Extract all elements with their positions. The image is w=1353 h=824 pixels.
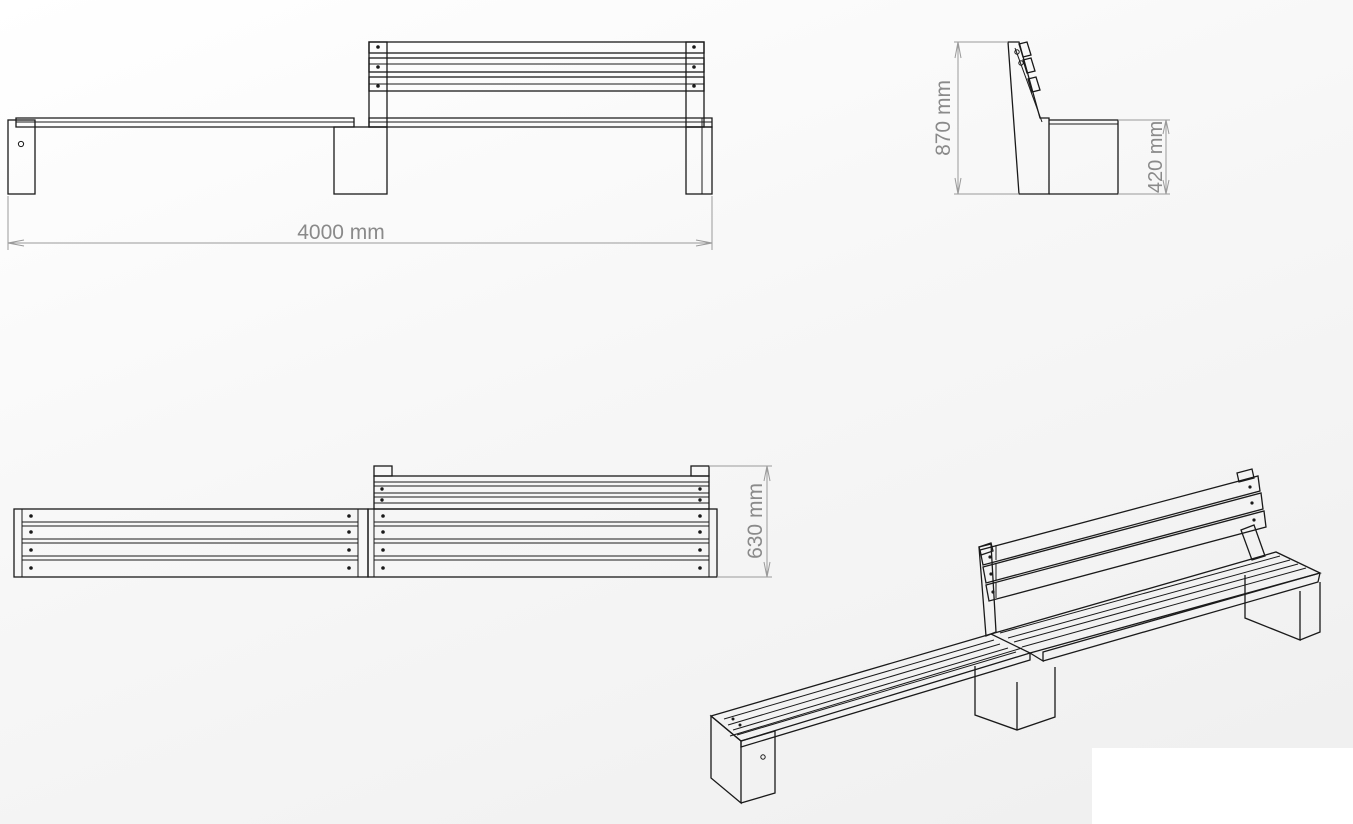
isometric-view [709, 468, 1322, 805]
front-view: 4000 mm [7, 41, 713, 250]
corner-patch [1092, 748, 1353, 824]
length-dimension-label: 4000 mm [297, 221, 385, 244]
side-view: 870 mm 420 mm [932, 41, 1170, 195]
seat-height-dimension-label: 420 mm [1145, 121, 1167, 193]
depth-dimension-label: 630 mm [744, 483, 767, 559]
top-view: 630 mm [13, 465, 772, 578]
height-dimension-label: 870 mm [932, 80, 955, 156]
